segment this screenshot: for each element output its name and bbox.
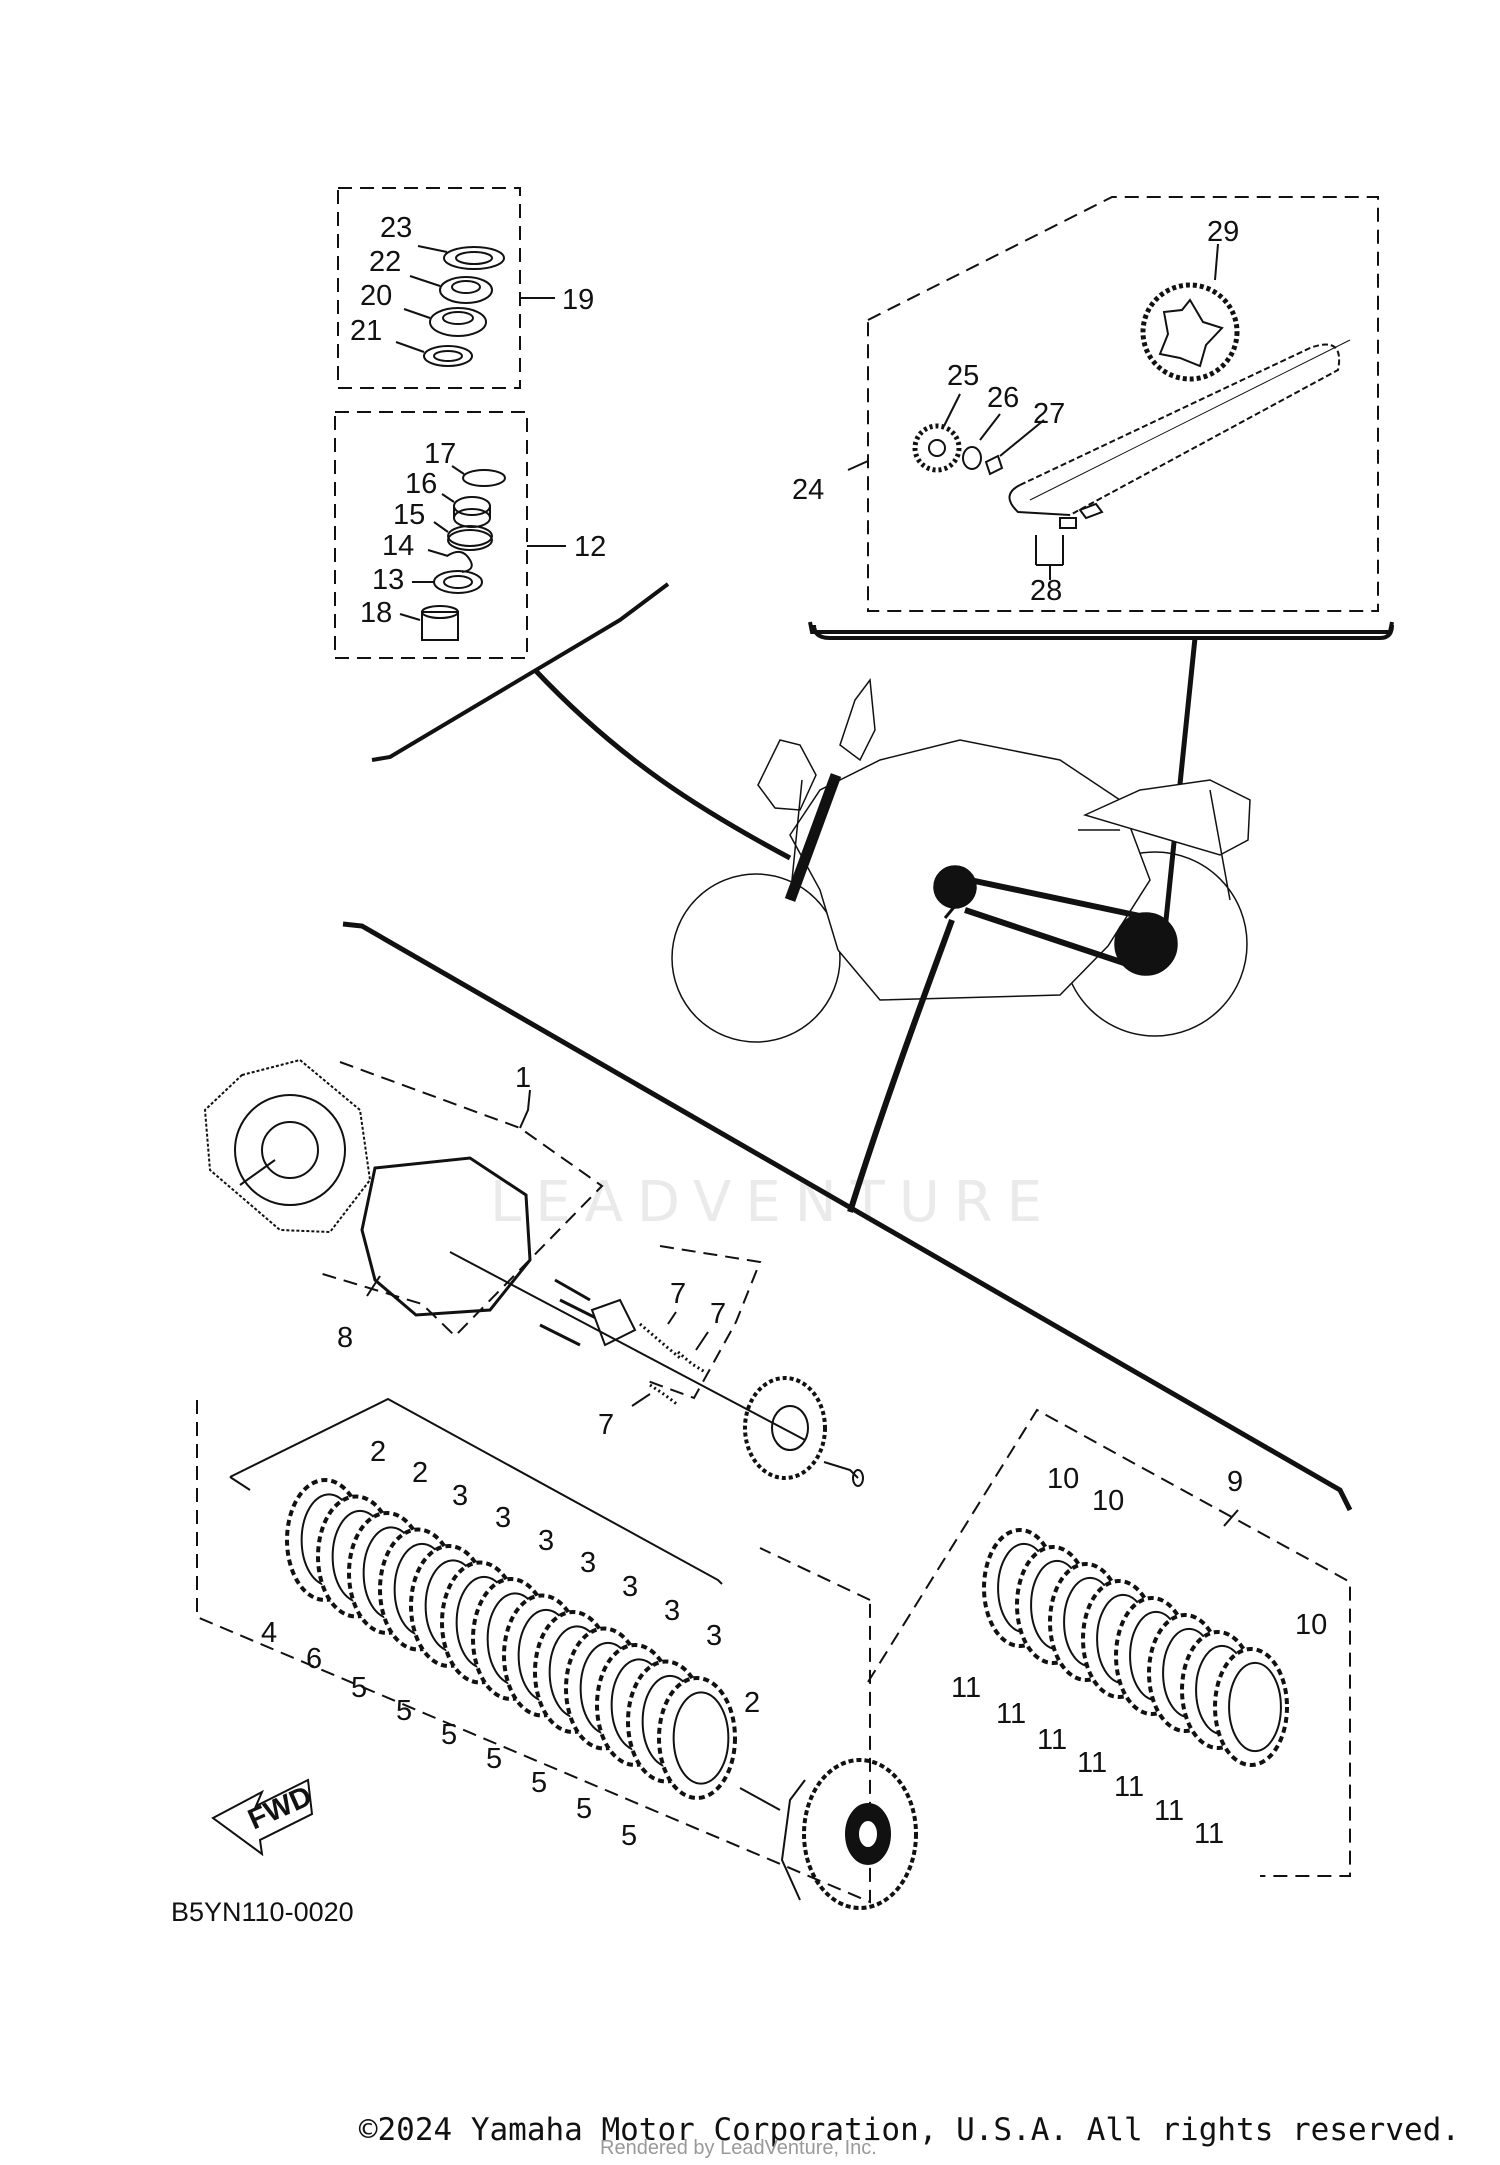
callout-29: 29 <box>1207 216 1239 248</box>
callout-15: 15 <box>393 499 425 531</box>
callout-27: 27 <box>1033 398 1065 430</box>
callout-19: 19 <box>562 284 594 316</box>
callout-3: 3 <box>580 1547 596 1579</box>
callout-3: 3 <box>452 1480 468 1512</box>
clutch-cover-assembly <box>203 1058 864 1487</box>
callout-7: 7 <box>670 1278 686 1310</box>
callout-25: 25 <box>947 360 979 392</box>
callout-26: 26 <box>987 382 1019 414</box>
fwd-arrow-icon: FWD <box>211 1778 317 1857</box>
drive-chain-group <box>808 196 1394 931</box>
callout-16: 16 <box>405 468 437 500</box>
callout-14: 14 <box>382 530 414 562</box>
callout-numbers: 23 22 20 21 19 17 16 15 14 13 18 12 29 2… <box>261 212 1327 1852</box>
callout-2: 2 <box>744 1687 760 1719</box>
callout-28: 28 <box>1030 575 1062 607</box>
friction-plates-right <box>982 1528 1289 1767</box>
callout-13: 13 <box>372 564 404 596</box>
callout-23: 23 <box>380 212 412 244</box>
callout-11: 11 <box>996 1698 1026 1730</box>
callout-4: 4 <box>261 1617 277 1649</box>
steering-bearing-group <box>337 187 555 389</box>
callout-22: 22 <box>369 246 401 278</box>
callout-5: 5 <box>441 1719 457 1751</box>
callout-11: 11 <box>1114 1771 1144 1803</box>
bearing-group <box>334 411 566 659</box>
callout-5: 5 <box>621 1820 637 1852</box>
callout-3: 3 <box>495 1502 511 1534</box>
friction-plate <box>1213 1647 1289 1767</box>
callout-10: 10 <box>1295 1609 1327 1641</box>
callout-5: 5 <box>351 1672 367 1704</box>
callout-20: 20 <box>360 280 392 312</box>
clutch-plates-left <box>285 1478 737 1800</box>
rendered-by-credit: Rendered by LeadVenture, Inc. <box>600 2137 877 2159</box>
clutch-plate-stack <box>196 1397 871 1904</box>
callout-10: 10 <box>1047 1463 1079 1495</box>
callout-7: 7 <box>710 1298 726 1330</box>
callout-5: 5 <box>486 1743 502 1775</box>
callout-18: 18 <box>360 597 392 629</box>
callout-24: 24 <box>792 474 824 506</box>
copyright-notice: ©2024 Yamaha Motor Corporation, U.S.A. A… <box>358 2112 1460 2148</box>
clutch-plate <box>657 1676 737 1800</box>
callout-11: 11 <box>1194 1818 1224 1850</box>
callout-8: 8 <box>337 1322 353 1354</box>
callout-21: 21 <box>350 315 382 347</box>
callout-11: 11 <box>951 1672 981 1704</box>
callout-5: 5 <box>531 1767 547 1799</box>
callout-7: 7 <box>598 1409 614 1441</box>
callout-2: 2 <box>412 1457 428 1489</box>
callout-3: 3 <box>664 1595 680 1627</box>
motorcycle-silhouette <box>671 678 1251 1213</box>
callout-11: 11 <box>1037 1724 1067 1756</box>
watermark: LEADVENTURE <box>490 1170 1057 1235</box>
callout-17: 17 <box>424 438 456 470</box>
callout-11: 11 <box>1077 1747 1107 1779</box>
callout-11: 11 <box>1154 1795 1184 1827</box>
callout-10: 10 <box>1092 1485 1124 1517</box>
callout-12: 12 <box>574 531 606 563</box>
clutch-housing <box>739 1758 918 1910</box>
callout-1: 1 <box>515 1062 531 1094</box>
callout-3: 3 <box>622 1571 638 1603</box>
friction-plate-group <box>867 1408 1351 1877</box>
callout-9: 9 <box>1227 1466 1243 1498</box>
callout-3: 3 <box>538 1525 554 1557</box>
callout-6: 6 <box>306 1643 322 1675</box>
diagram-code: B5YN110-0020 <box>171 1897 354 1927</box>
callout-5: 5 <box>396 1695 412 1727</box>
callout-3: 3 <box>706 1620 722 1652</box>
callout-5: 5 <box>576 1793 592 1825</box>
callout-2: 2 <box>370 1436 386 1468</box>
